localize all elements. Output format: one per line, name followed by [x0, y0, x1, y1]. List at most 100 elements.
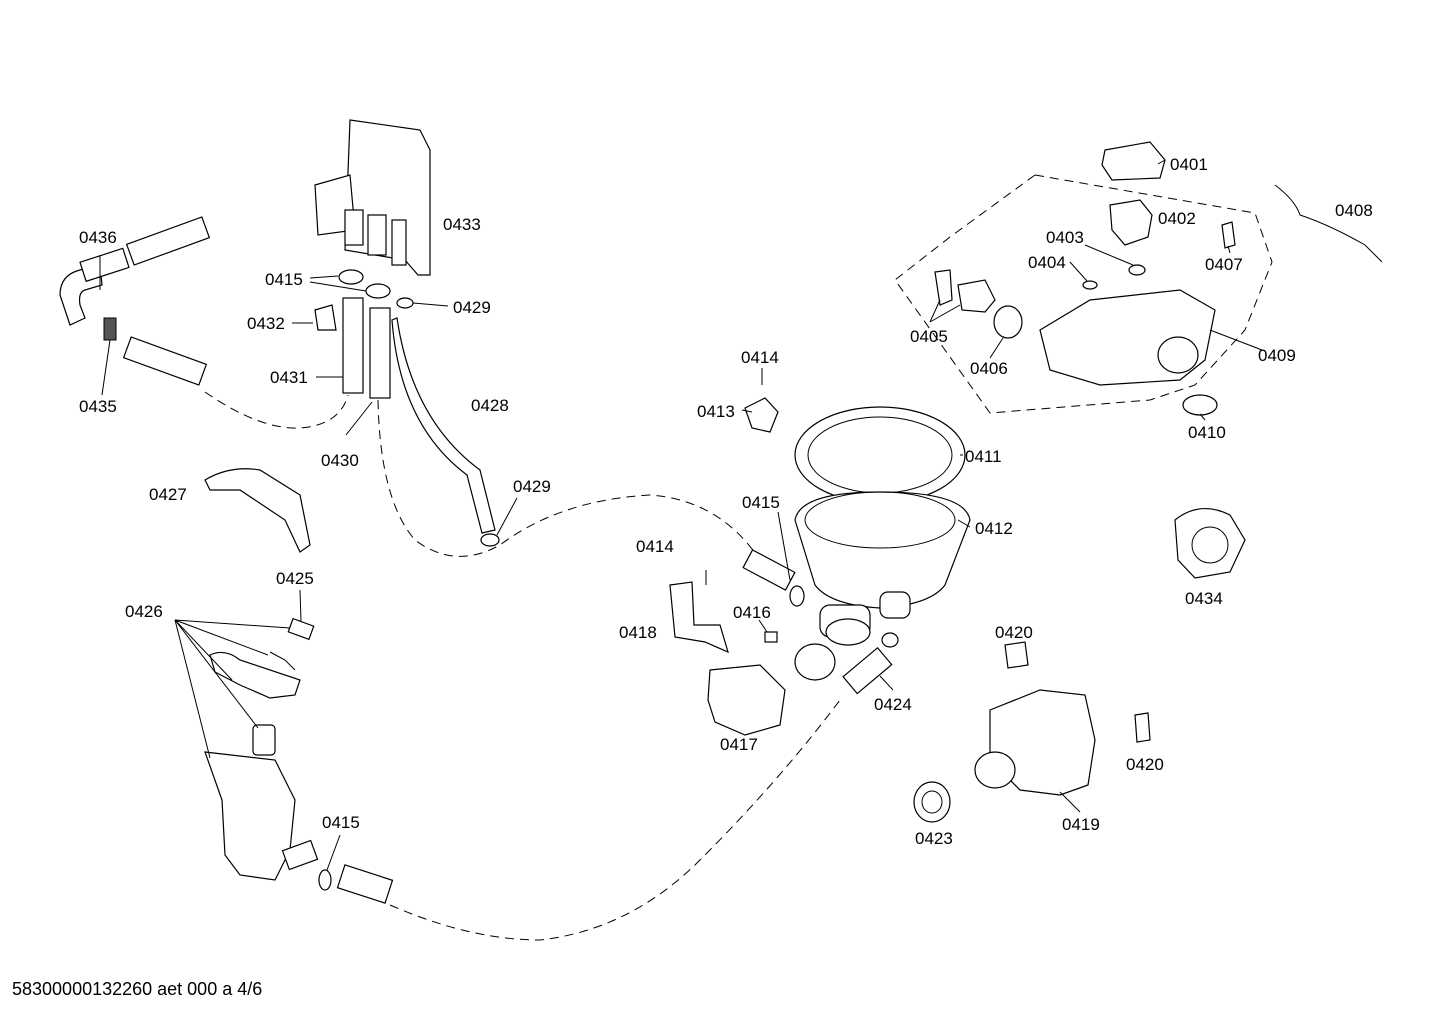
hose-route-1: [204, 391, 349, 429]
drawing-reference-footer: 58300000132260 aet 000 a 4/6: [12, 979, 263, 999]
label-0424: 0424: [874, 695, 912, 714]
part-labels: 0401 0402 0403 0404 0405 0406 0407 0408 …: [79, 155, 1373, 848]
clip-0416: [764, 631, 778, 643]
clip-0432: [314, 304, 337, 331]
sleeve-0424: [842, 646, 893, 695]
sump-assembly-outline: [894, 174, 1273, 414]
sump-seal-0411: [794, 406, 966, 504]
label-0406: 0406: [970, 359, 1008, 378]
sump-side-port: [879, 591, 911, 619]
label-0423: 0423: [915, 829, 953, 848]
label-0413: 0413: [697, 402, 735, 421]
bracket-0413: [744, 397, 779, 433]
wire-0408: [1274, 184, 1383, 263]
label-0434: 0434: [1185, 589, 1223, 608]
cover-0427: [204, 468, 311, 553]
label-0417: 0417: [720, 735, 758, 754]
label-0436: 0436: [79, 228, 117, 247]
seal-0416-ring: [794, 643, 836, 681]
label-0433: 0433: [443, 215, 481, 234]
label-0401: 0401: [1170, 155, 1208, 174]
seal-ring-0415c: [318, 869, 332, 891]
label-0420-top: 0420: [995, 623, 1033, 642]
label-0429-top: 0429: [453, 298, 491, 317]
hose-segment-c: [122, 336, 208, 386]
label-0402: 0402: [1158, 209, 1196, 228]
label-0415-mid: 0415: [742, 493, 780, 512]
label-0430: 0430: [321, 451, 359, 470]
sump-assembly: [669, 368, 971, 736]
label-0404: 0404: [1028, 253, 1066, 272]
corrugated-hose-0430: [369, 307, 391, 399]
seal-0423-inner: [921, 790, 943, 814]
label-0415-top: 0415: [265, 270, 303, 289]
corrugated-hose-0431: [342, 297, 364, 394]
seal-0406: [993, 305, 1023, 339]
seal-ring-0415b: [365, 283, 391, 299]
hose-clamp-0429a: [396, 297, 414, 309]
hose-route-2: [377, 399, 761, 561]
label-0435: 0435: [79, 397, 117, 416]
sleeve-0415: [742, 549, 796, 591]
label-0429-bottom: 0429: [513, 477, 551, 496]
water-softener-unit: [314, 119, 431, 276]
fill-hoses: [314, 269, 500, 547]
clip-0420b: [1134, 712, 1151, 743]
dashed-routing-lines: [204, 174, 1273, 941]
housing-outlet: [1157, 336, 1199, 374]
drain-hose-assembly: [59, 216, 211, 386]
hose-segment-b: [125, 216, 211, 266]
control-components: [934, 141, 1383, 416]
label-0411: 0411: [965, 447, 1002, 466]
ring-0403: [1128, 264, 1146, 276]
sump-outlet-rim: [825, 618, 871, 646]
label-0414-top: 0414: [741, 348, 779, 367]
clip-0407: [1221, 221, 1236, 249]
ring-0404: [1082, 280, 1098, 290]
sump-body-0412: [794, 491, 971, 609]
hose-clip-0435: [103, 317, 117, 341]
softener-port-a: [344, 209, 364, 246]
softener-port-b: [367, 214, 387, 256]
seal-0423: [913, 781, 951, 823]
sump-rim: [804, 491, 956, 549]
heat-exchanger-parts: [204, 617, 394, 904]
sensor-0405: [957, 279, 996, 313]
pump-outlet: [281, 839, 319, 871]
label-0420-right: 0420: [1126, 755, 1164, 774]
bracket-0418: [669, 581, 729, 654]
part-0425: [287, 617, 315, 641]
label-0418: 0418: [619, 623, 657, 642]
softener-port-c: [391, 219, 407, 266]
hose-segment-a: [79, 247, 130, 283]
leader-lines: [99, 159, 1263, 871]
label-0416: 0416: [733, 603, 771, 622]
float-cylinder: [252, 724, 276, 756]
label-0432: 0432: [247, 314, 285, 333]
label-0409: 0409: [1258, 346, 1296, 365]
label-0428: 0428: [471, 396, 509, 415]
lever-arm: [209, 651, 301, 699]
spring-wire: [269, 651, 296, 671]
fan-0434: [1174, 508, 1246, 579]
label-0431: 0431: [270, 368, 308, 387]
part-0401: [1101, 141, 1166, 181]
label-0415-bottom: 0415: [322, 813, 360, 832]
fan-impeller: [1191, 526, 1229, 564]
label-0414-mid: 0414: [636, 537, 674, 556]
fill-hose-0428: [391, 317, 496, 534]
sensor-0402: [1109, 199, 1153, 246]
label-0427: 0427: [149, 485, 187, 504]
label-0407: 0407: [1205, 255, 1243, 274]
label-0408: 0408: [1335, 201, 1373, 220]
motor-components: [913, 508, 1246, 823]
clamp-0410: [1182, 394, 1218, 416]
label-0410: 0410: [1188, 423, 1226, 442]
label-0412: 0412: [975, 519, 1013, 538]
hose-clamp-0429b: [480, 533, 500, 547]
seal-ring-0415a: [338, 269, 364, 285]
hose-route-3: [389, 699, 841, 941]
label-0426: 0426: [125, 602, 163, 621]
label-0419: 0419: [1062, 815, 1100, 834]
clip-0420a: [1004, 641, 1029, 669]
